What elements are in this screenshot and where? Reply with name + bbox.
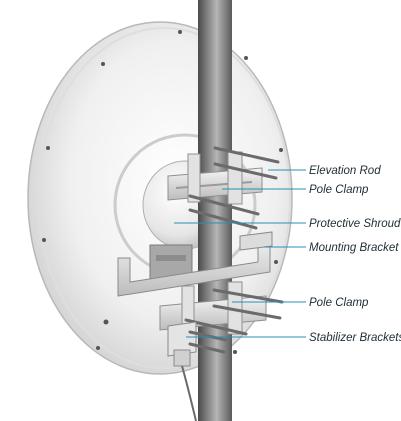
label-elevation-rod: Elevation Rod [309, 165, 381, 177]
label-pole-clamp-lower: Pole Clamp [309, 297, 369, 309]
callout-labels: Elevation Rod Pole Clamp Protective Shro… [309, 165, 401, 344]
label-protective-shroud: Protective Shroud [309, 218, 401, 230]
antenna-cable [182, 366, 196, 421]
label-pole-clamp-upper: Pole Clamp [309, 184, 369, 196]
label-stabilizer-brackets: Stabilizer Brackets [309, 332, 401, 344]
label-mounting-bracket: Mounting Bracket [309, 242, 399, 254]
mounting-pole [198, 0, 232, 421]
